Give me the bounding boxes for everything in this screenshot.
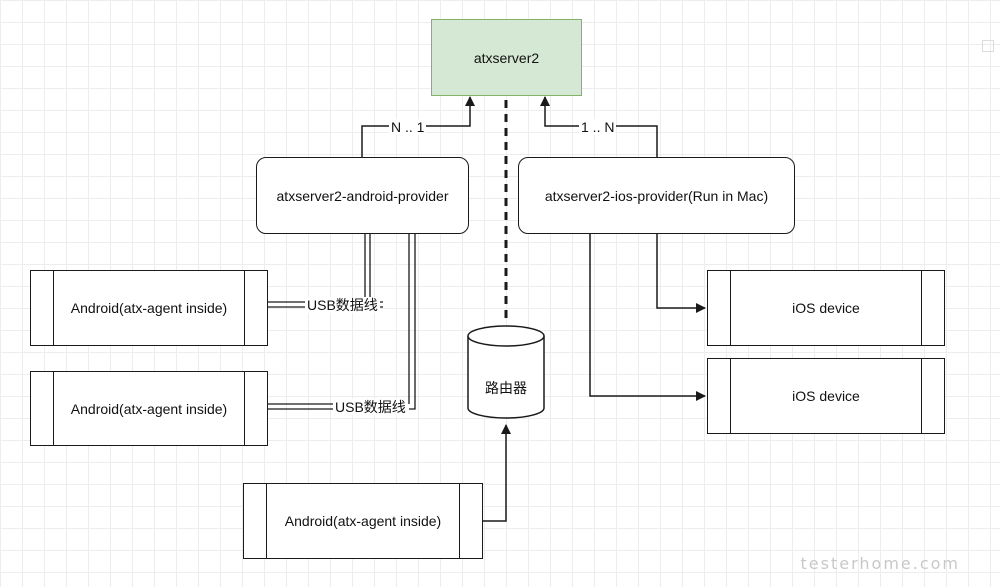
- usb-cable-label-2: USB数据线: [333, 399, 408, 415]
- ios-device-node-2[interactable]: iOS device: [707, 358, 945, 434]
- android-device-node-3[interactable]: Android(atx-agent inside): [243, 483, 483, 559]
- atxserver2-label: atxserver2: [473, 49, 540, 66]
- android-provider-node[interactable]: atxserver2-android-provider: [256, 157, 469, 234]
- ios-provider-label: atxserver2-ios-provider(Run in Mac): [544, 187, 769, 204]
- corner-square-icon: [982, 40, 994, 52]
- router-cylinder: [467, 325, 545, 419]
- android-multiplicity-label: N .. 1: [389, 119, 427, 135]
- ios-device-label-2: iOS device: [792, 388, 860, 404]
- android-device-label-2: Android(atx-agent inside): [70, 400, 228, 417]
- android-device-node-1[interactable]: Android(atx-agent inside): [30, 270, 268, 346]
- edge-ios-provider-to-ios-device-2: [589, 234, 706, 401]
- router-label: 路由器: [485, 380, 527, 396]
- edge-usb-cable-2-d: [409, 234, 416, 410]
- usb-cable-label-1: USB数据线: [305, 297, 380, 313]
- ios-device-node-1[interactable]: iOS device: [707, 270, 945, 346]
- android-device-node-2[interactable]: Android(atx-agent inside): [30, 371, 268, 446]
- edge-ios-provider-to-ios-device-1: [656, 234, 706, 313]
- atxserver2-node[interactable]: atxserver2: [431, 19, 582, 96]
- ios-provider-node[interactable]: atxserver2-ios-provider(Run in Mac): [518, 157, 795, 234]
- edge-android-3-to-router: [483, 424, 511, 522]
- edge-usb-cable-1-c: [364, 234, 383, 303]
- ios-multiplicity-label: 1 .. N: [579, 119, 617, 135]
- watermark: testerhome.com: [800, 554, 960, 573]
- android-device-label-3: Android(atx-agent inside): [284, 513, 442, 529]
- ios-device-label-1: iOS device: [792, 300, 860, 316]
- android-device-label-1: Android(atx-agent inside): [70, 300, 228, 316]
- android-provider-label: atxserver2-android-provider: [276, 187, 449, 204]
